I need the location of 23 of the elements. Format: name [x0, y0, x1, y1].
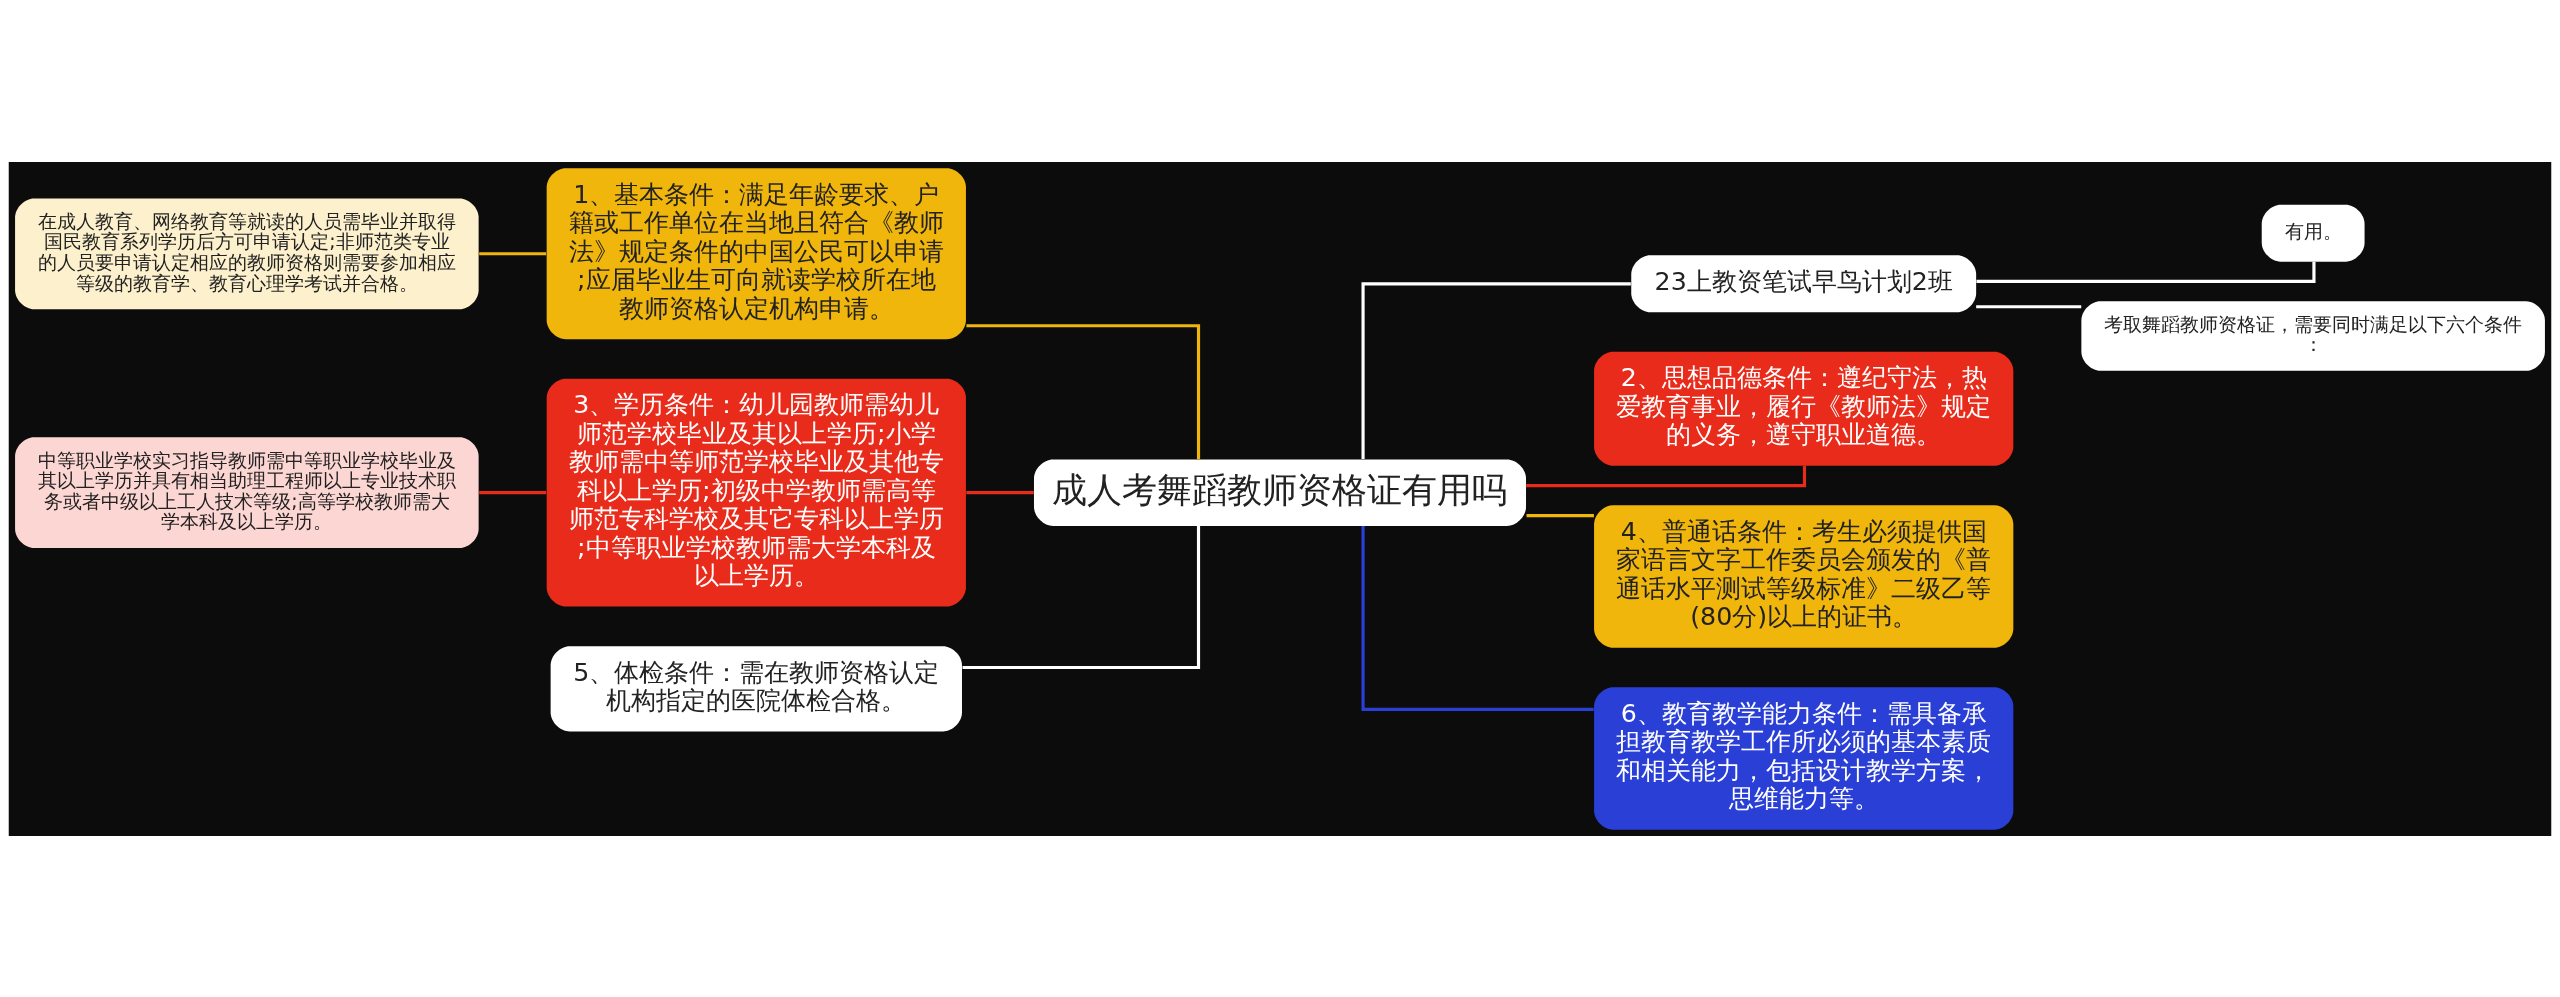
connector: [479, 251, 547, 255]
node-box: 考取舞蹈教师资格证，需要同时满足以下六个条件：: [2081, 300, 2545, 371]
node-box: 成人考舞蹈教师资格证有用吗: [1033, 458, 1527, 526]
connector: [966, 323, 1201, 459]
node-box: 6、教育教学能力条件：需具备承担教育教学工作所必须的基本素质和相关能力，包括设计教学方案，思维能力等。: [1594, 686, 2014, 830]
connector: [1361, 525, 1594, 711]
node-box: 有用。: [2261, 204, 2365, 262]
node-box: 在成人教育、网络教育等就读的人员需毕业并取得国民教育系列学历后方可申请认定;非师范类专业的人员要申请认定相应的教师资格则需要参加相应等级的教育学、教育心理学考试并合格。: [15, 197, 479, 309]
connector: [966, 490, 1034, 494]
node-box: 3、学历条件：幼儿园教师需幼儿师范学校毕业及其以上学历;小学教师需中等师范学校毕业及其他专科以上学历;初级中学教师需高等师范专科学校及其它专科以上学历;中等职业学校教师需大学本科及以上学历。: [546, 378, 966, 607]
node-box: 5、体检条件：需在教师资格认定机构指定的医院体检合格。: [550, 645, 962, 732]
connector: [962, 525, 1201, 669]
node-box: 中等职业学校实习指导教师需中等职业学校毕业及其以上学历并具有相当助理工程师以上专业技术职务或者中级以上工人技术等级;高等学校教师需大学本科及以上学历。: [15, 436, 479, 548]
connector: [1976, 261, 2316, 283]
node-box: 23上教资笔试早鸟计划2班: [1631, 254, 1977, 312]
node-box: 1、基本条件：满足年龄要求、户籍或工作单位在当地且符合《教师法》规定条件的中国公民可以申请;应届毕业生可向就读学校所在地教师资格认定机构申请。: [546, 167, 966, 339]
connector: [479, 490, 547, 494]
node-box: 4、普通话条件：考生必须提供国家语言文字工作委员会颁发的《普通话水平测试等级标准》二级乙等(80分)以上的证书。: [1594, 504, 2014, 648]
connector: [1526, 513, 1594, 517]
connector: [1361, 281, 1631, 459]
connector: [1526, 465, 1807, 487]
connector: [1976, 304, 2082, 308]
node-box: 2、思想品德条件：遵纪守法，热爱教育事业，履行《教师法》规定的义务，遵守职业道德。: [1594, 351, 2014, 466]
